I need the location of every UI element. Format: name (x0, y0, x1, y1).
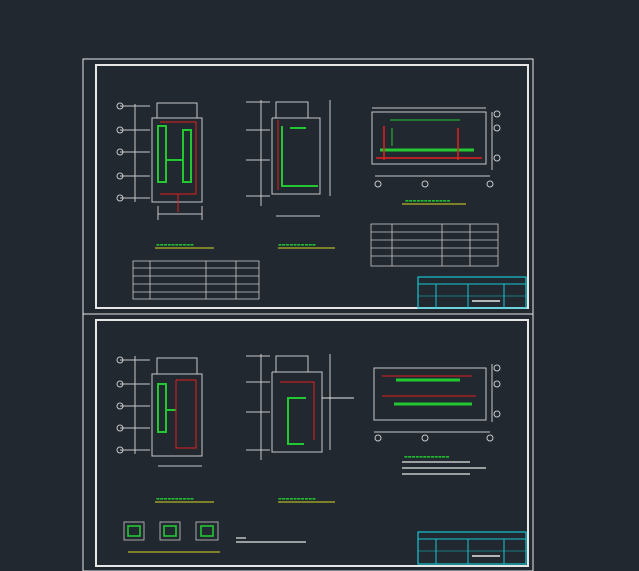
title-block-1 (417, 276, 527, 309)
floor-plan-2a: ▬▬▬▬▬▬▬▬▬▬ (116, 356, 214, 503)
floor-plan-1b: ▬▬▬▬▬▬▬▬▬▬ (246, 100, 335, 249)
svg-text:▬▬▬▬▬▬▬▬▬▬: ▬▬▬▬▬▬▬▬▬▬ (156, 242, 194, 247)
svg-text:▬▬▬▬▬▬▬▬▬▬: ▬▬▬▬▬▬▬▬▬▬ (278, 242, 316, 247)
svg-text:▬▬▬▬▬▬▬▬▬▬▬▬: ▬▬▬▬▬▬▬▬▬▬▬▬ (405, 198, 451, 203)
floor-plan-1a: ▬▬▬▬▬▬▬▬▬▬ (116, 102, 214, 249)
sheet-2 (82, 313, 534, 571)
floor-plan-2c: ▬▬▬▬▬▬▬▬▬▬▬▬ (373, 364, 501, 475)
svg-text:▬▬▬▬▬▬▬▬▬▬▬▬: ▬▬▬▬▬▬▬▬▬▬▬▬ (404, 454, 450, 459)
floor-plan-2b: ▬▬▬▬▬▬▬▬▬▬ (246, 354, 354, 503)
svg-text:▬▬▬▬▬▬▬▬▬▬: ▬▬▬▬▬▬▬▬▬▬ (278, 496, 316, 501)
table-1a (132, 260, 260, 300)
detail-views (123, 521, 306, 553)
floor-plan-1c: ▬▬▬▬▬▬▬▬▬▬▬▬ (371, 107, 501, 205)
table-1b (370, 223, 499, 267)
title-block-2 (417, 531, 527, 565)
svg-text:▬▬▬▬▬▬▬▬▬▬: ▬▬▬▬▬▬▬▬▬▬ (156, 496, 194, 501)
